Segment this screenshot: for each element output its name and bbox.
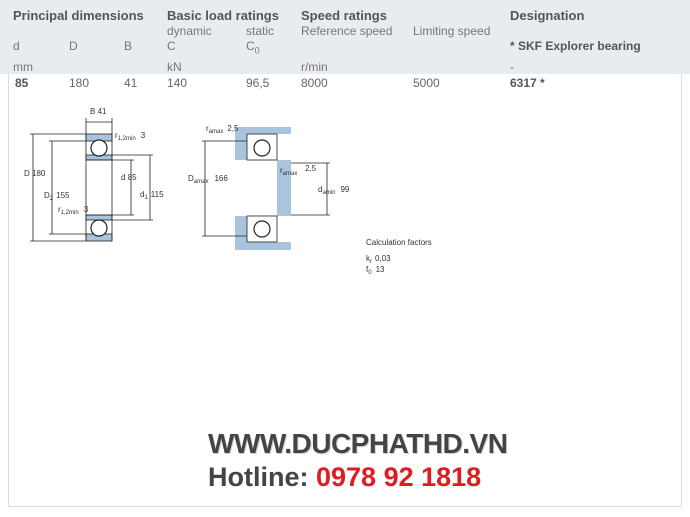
table-header-band (0, 0, 690, 74)
value-D: 180 (69, 76, 90, 90)
bearing-section-drawing (30, 118, 153, 242)
col-d: d (13, 39, 20, 53)
value-designation: 6317 * (510, 76, 545, 90)
col-C0: C0 (246, 39, 260, 55)
header-speed-ratings: Speed ratings (301, 8, 387, 23)
col-B: B (124, 39, 133, 53)
dim-D-label: D 180 (24, 169, 46, 178)
value-C: 140 (167, 76, 188, 90)
value-limiting-speed: 5000 (413, 76, 440, 90)
dim-d-label: d 85 (121, 173, 137, 182)
unit-kn: kN (167, 60, 182, 74)
dim-ramax-right: ramax (280, 166, 297, 177)
col-D: D (69, 39, 78, 53)
col-limiting-speed: Limiting speed (413, 24, 491, 38)
abutment-drawing (202, 127, 330, 250)
value-d: 85 (15, 76, 29, 90)
col-dynamic: dynamic (167, 24, 212, 38)
watermark-url: WWW.DUCPHATHD.VN (208, 428, 508, 459)
content-panel (8, 74, 682, 507)
col-C: C (167, 39, 176, 53)
col-explorer-note: * SKF Explorer bearing (510, 39, 641, 53)
header-principal-dimensions: Principal dimensions (13, 8, 144, 23)
unit-mm: mm (13, 60, 33, 74)
col-static: static (246, 24, 275, 38)
unit-designation-dash: - (510, 60, 514, 74)
dim-ramax-right-value: 2,5 (305, 164, 317, 173)
header-designation: Designation (510, 8, 585, 23)
col-C0-letter: C (246, 39, 255, 53)
calc-factors-title: Calculation factors (366, 238, 432, 247)
hotline-number: 0978 92 1818 (316, 462, 482, 492)
value-B: 41 (124, 76, 138, 90)
unit-rpm: r/min (301, 60, 328, 74)
value-reference-speed: 8000 (301, 76, 328, 90)
hotline-label: Hotline: (208, 462, 316, 492)
col-C0-subscript: 0 (254, 45, 260, 56)
watermark-hotline: Hotline: 0978 92 1818 (208, 462, 481, 493)
header-basic-load-ratings: Basic load ratings (167, 8, 279, 23)
dim-B-label: B 41 (90, 107, 107, 116)
value-C0: 96,5 (246, 76, 270, 90)
col-reference-speed: Reference speed (301, 24, 393, 38)
